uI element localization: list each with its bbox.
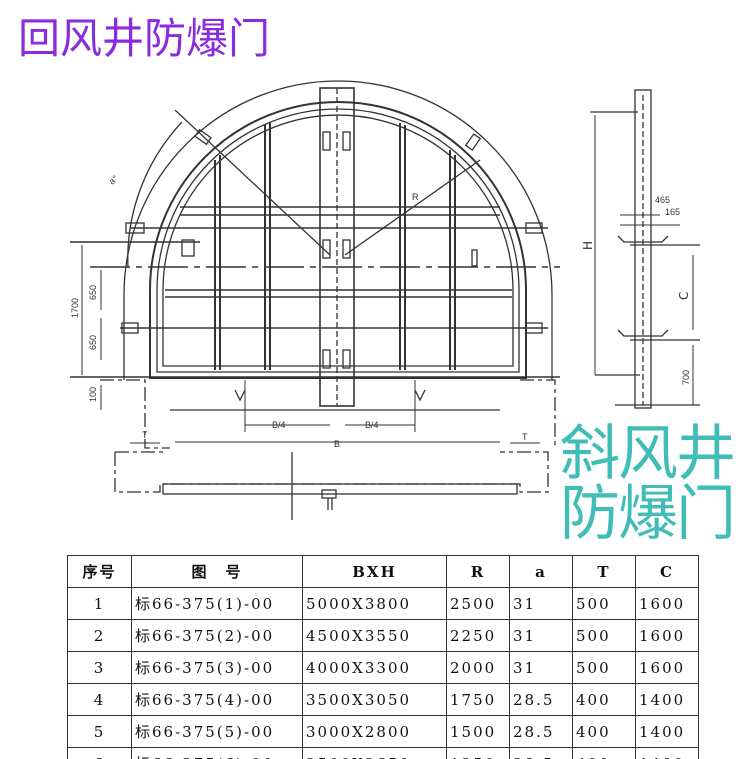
blast-door-drawing: a° R 1700 650 650 100 B/4 B/4 B T T H 46… [70,80,700,520]
dim-t: T [522,432,528,442]
column-header: T [572,555,636,588]
door-frame-inner2 [162,114,514,367]
dim-465: 465 [655,195,670,205]
table-cell: 3500X3050 [302,683,447,716]
table-cell: 2000 [446,651,510,684]
table-cell: 1400 [635,715,699,748]
dim-650: 650 [88,335,98,350]
radius-label: R [412,192,419,202]
table-cell: 2 [67,619,132,652]
dim-b4: B/4 [272,420,286,430]
dim-100: 100 [88,387,98,402]
table-cell: 标66-375(5)-00 [131,715,303,748]
radius-line [174,109,331,256]
table-cell: 4 [67,683,132,716]
table-cell: 1 [67,587,132,620]
bottom-plan [114,451,549,493]
table-cell: 1400 [635,747,699,759]
dim-t: T [142,430,148,440]
table-cell: 标66-375(4)-00 [131,683,303,716]
horizontal-bars [70,206,560,378]
angle-arc [127,121,183,269]
table-cell: 2500X2650 [302,747,447,759]
table-cell: 3 [67,651,132,684]
hinge-lugs [121,128,543,334]
outer-arch [123,80,553,380]
dimension-lines [81,245,540,444]
table-cell: 31 [509,587,573,620]
table-cell: 4500X3550 [302,619,447,652]
dim-650: 650 [88,285,98,300]
dim-b: B [334,439,340,449]
dim-b4: B/4 [365,420,379,430]
table-cell: 400 [572,715,636,748]
table-cell: 1750 [446,683,510,716]
table-cell: 2500 [446,587,510,620]
dim-700: 700 [681,370,691,385]
table-cell: 500 [572,619,636,652]
column-header: C [635,555,699,588]
dim-c: C [677,292,691,300]
table-cell: 28.5 [509,715,573,748]
table-cell: 5000X3800 [302,587,447,620]
dim-h: H [581,241,595,250]
table-cell: 28.5 [509,683,573,716]
radius-line [344,159,481,256]
table-cell: 1500 [446,715,510,748]
vertical-bars [214,123,456,370]
table-cell: 标66-375(2)-00 [131,619,303,652]
column-header: a [509,555,573,588]
table-cell: 1600 [635,587,699,620]
table-cell: 6 [67,747,132,759]
dim-165: 165 [665,207,680,217]
column-header: 图 号 [131,555,303,588]
table-cell: 1600 [635,619,699,652]
table-cell: 500 [572,587,636,620]
column-header: BXH [302,555,447,588]
table-cell: 标66-375(3)-00 [131,651,303,684]
door-frame-inner [156,108,520,373]
angle-label: a° [107,173,120,186]
table-cell: 28.5 [509,747,573,759]
side-view [590,89,700,409]
table-cell: 31 [509,651,573,684]
table-cell: 5 [67,715,132,748]
table-cell: 500 [572,651,636,684]
table-cell: 1400 [635,683,699,716]
table-cell: 400 [572,683,636,716]
column-header: 序号 [67,555,132,588]
dim-1700: 1700 [70,298,80,318]
door-frame [149,101,527,379]
table-cell: 3000X2800 [302,715,447,748]
page-title: 回风井防爆门 [18,14,271,63]
table-cell: 400 [572,747,636,759]
base-frame [100,379,556,449]
table-cell: 2250 [446,619,510,652]
table-cell: 标66-375(6)-00 [131,747,303,759]
table-cell: 1600 [635,651,699,684]
column-header: R [446,555,510,588]
table-cell: 标66-375(1)-00 [131,587,303,620]
table-cell: 31 [509,619,573,652]
table-cell: 1250 [446,747,510,759]
table-cell: 4000X3300 [302,651,447,684]
